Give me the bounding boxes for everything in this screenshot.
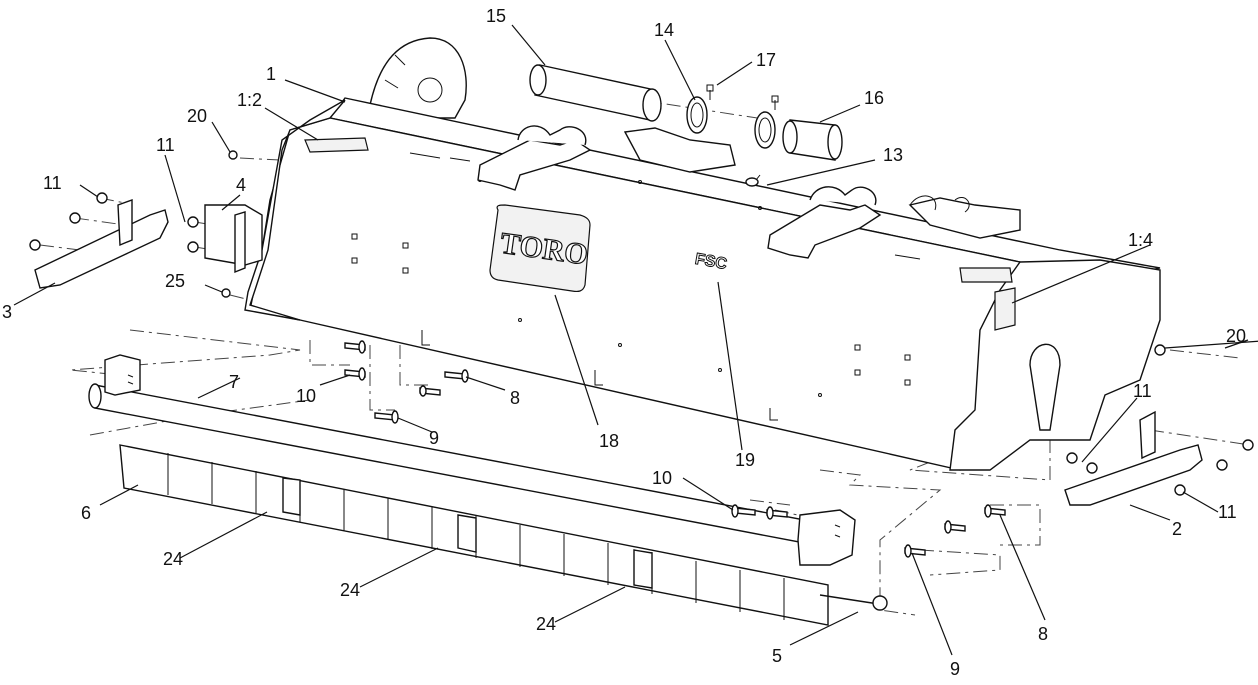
fsc-mark: FSC xyxy=(694,251,729,273)
callout-25: 25 xyxy=(165,271,185,291)
callout-10-left: 10 xyxy=(296,386,316,406)
skid-right xyxy=(1064,410,1203,506)
callout-6: 6 xyxy=(81,503,91,523)
callout-3: 3 xyxy=(2,302,12,322)
shield-plate xyxy=(204,204,263,274)
callout-24-right: 24 xyxy=(536,614,556,634)
callout-17: 17 xyxy=(756,50,776,70)
callout-1-2: 1:2 xyxy=(237,90,262,110)
main-housing xyxy=(244,37,1161,471)
leader-lines xyxy=(13,24,1258,656)
callout-13: 13 xyxy=(883,145,903,165)
callout-20-right: 20 xyxy=(1226,326,1246,346)
callout-16: 16 xyxy=(864,88,884,108)
callout-9-right: 9 xyxy=(950,659,960,679)
callout-11-skid: 11 xyxy=(43,173,62,193)
callout-5: 5 xyxy=(772,646,782,666)
callout-14: 14 xyxy=(654,20,674,40)
callout-18: 18 xyxy=(599,431,619,451)
callout-4: 4 xyxy=(236,175,246,195)
callout-11-right-top: 11 xyxy=(1133,381,1152,401)
callout-11-shield: 11 xyxy=(156,135,175,155)
callout-labels: 1 1:2 1:4 2 3 4 5 6 7 8 8 9 9 10 10 11 1… xyxy=(2,6,1246,679)
callout-9-left: 9 xyxy=(429,428,439,448)
tube-assembly xyxy=(529,64,843,187)
callout-10-right: 10 xyxy=(652,468,672,488)
callout-15: 15 xyxy=(486,6,506,26)
fasteners xyxy=(29,150,1254,558)
callout-11-right-bottom: 11 xyxy=(1218,502,1237,522)
callout-24-left: 24 xyxy=(163,549,183,569)
rear-flap xyxy=(119,444,888,626)
roller xyxy=(88,354,856,566)
callout-7: 7 xyxy=(229,372,239,392)
callout-19: 19 xyxy=(735,450,755,470)
callout-1-4: 1:4 xyxy=(1128,230,1153,250)
callout-8-right: 8 xyxy=(1038,624,1048,644)
callout-2: 2 xyxy=(1172,519,1182,539)
skid-left xyxy=(34,199,169,289)
callout-24-middle: 24 xyxy=(340,580,360,600)
toro-decal: TORO xyxy=(489,204,591,293)
callout-20-left: 20 xyxy=(187,106,207,126)
callout-8-left: 8 xyxy=(510,388,520,408)
callout-1: 1 xyxy=(266,64,276,84)
